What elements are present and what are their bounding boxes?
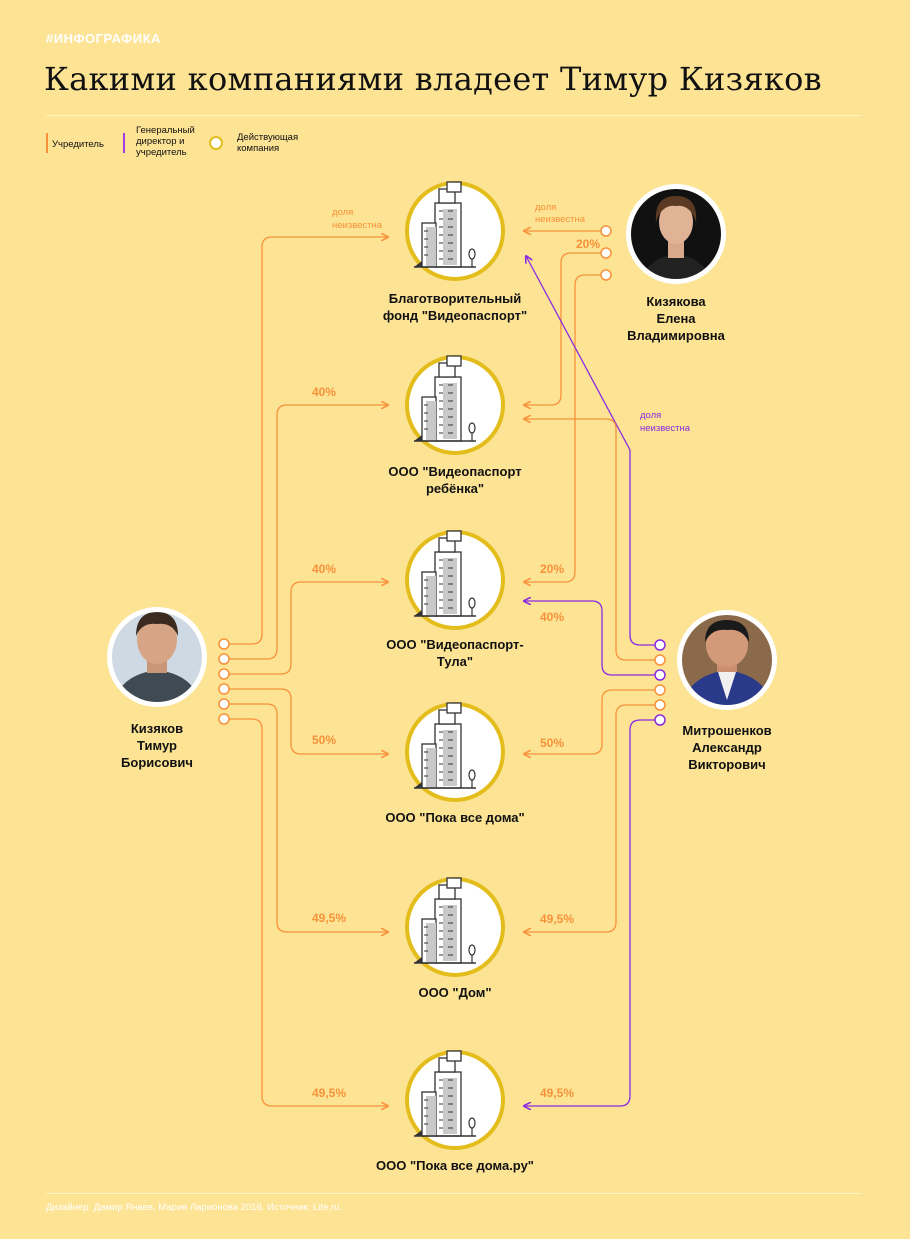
page-title: Какими компаниями владеет Тимур Кизяков (44, 60, 822, 98)
share-alex-tula: 40% (540, 610, 564, 624)
timur-avatar (107, 607, 207, 707)
share-alex-pvdru: 49,5% (540, 1086, 574, 1100)
elena-avatar (626, 184, 726, 284)
line-elena-tula (524, 274, 606, 582)
share-alex-pvd: 50% (540, 736, 564, 750)
infographic-tag: #ИНФОГРАФИКА (46, 31, 161, 46)
founder-legend-swatch (46, 133, 48, 153)
company-node-pvdru (405, 1050, 505, 1150)
line-alex-pvd (524, 689, 660, 754)
line-alex-fund (526, 256, 660, 646)
alexander-ownership-lines (524, 256, 660, 1106)
alexander-avatar (677, 610, 777, 710)
director-legend-label: Генеральный директор и учредитель (136, 125, 195, 158)
line-timur-pvdru (229, 718, 388, 1106)
company-label-dom: ООО "Дом" (418, 985, 492, 1000)
company-node-pvd (405, 702, 505, 802)
share-elena-tula: 20% (540, 562, 564, 576)
share-timur-fund-line1: доля (332, 207, 353, 218)
share-timur-pvdru: 49,5% (312, 1086, 346, 1100)
active-company-legend-label: Действующая компания (237, 132, 299, 154)
timur-ownership-lines (229, 237, 388, 1106)
line-alex-pvdru (524, 719, 660, 1106)
director-legend-swatch (123, 133, 125, 153)
company-label-pvd: ООО "Пока все дома" (385, 810, 525, 825)
share-elena-fund-line2: неизвестна (535, 214, 586, 225)
share-alex-dom: 49,5% (540, 912, 574, 926)
company-node-tula (405, 530, 505, 630)
line-timur-tula (229, 582, 388, 675)
company-node-dom (405, 877, 505, 977)
share-timur-dom: 49,5% (312, 911, 346, 925)
share-timur-tula: 40% (312, 562, 336, 576)
share-elena-fund-line1: доля (535, 202, 556, 213)
share-labels: доля неизвестна 40% 40% 50% 49,5% 49,5% … (312, 202, 691, 1100)
line-timur-rebenka (229, 405, 388, 660)
company-label-pvdru: ООО "Пока все дома.ру" (376, 1158, 534, 1173)
line-elena-rebenka (524, 252, 606, 405)
share-timur-rebenka: 40% (312, 385, 336, 399)
share-elena-rebenka: 20% (576, 237, 600, 251)
founder-legend-label: Учредитель (52, 139, 104, 150)
line-alex-dom (524, 704, 660, 932)
company-node-fund (405, 181, 505, 281)
share-alex-fund-line1: доля (640, 410, 661, 421)
line-timur-dom (229, 703, 388, 932)
connection-dots (218, 225, 666, 726)
line-alex-rebenka (524, 419, 660, 661)
share-alex-fund-line2: неизвестна (640, 423, 691, 434)
header-divider (46, 115, 862, 116)
active-company-legend-swatch (209, 136, 223, 150)
footer-divider (46, 1193, 862, 1194)
footer-credits: Дизайнер: Дамир Янаев, Мария Ларионова 2… (46, 1202, 343, 1213)
company-label-tula: ООО "Видеопаспорт-Тула" (386, 637, 524, 669)
share-timur-pvd: 50% (312, 733, 336, 747)
elena-ownership-lines (524, 231, 606, 582)
line-timur-pvd (229, 688, 388, 754)
company-node-rebenka (405, 355, 505, 455)
line-timur-fund (229, 237, 388, 645)
line-alex-tula (524, 601, 660, 676)
share-timur-fund-line2: неизвестна (332, 220, 383, 231)
